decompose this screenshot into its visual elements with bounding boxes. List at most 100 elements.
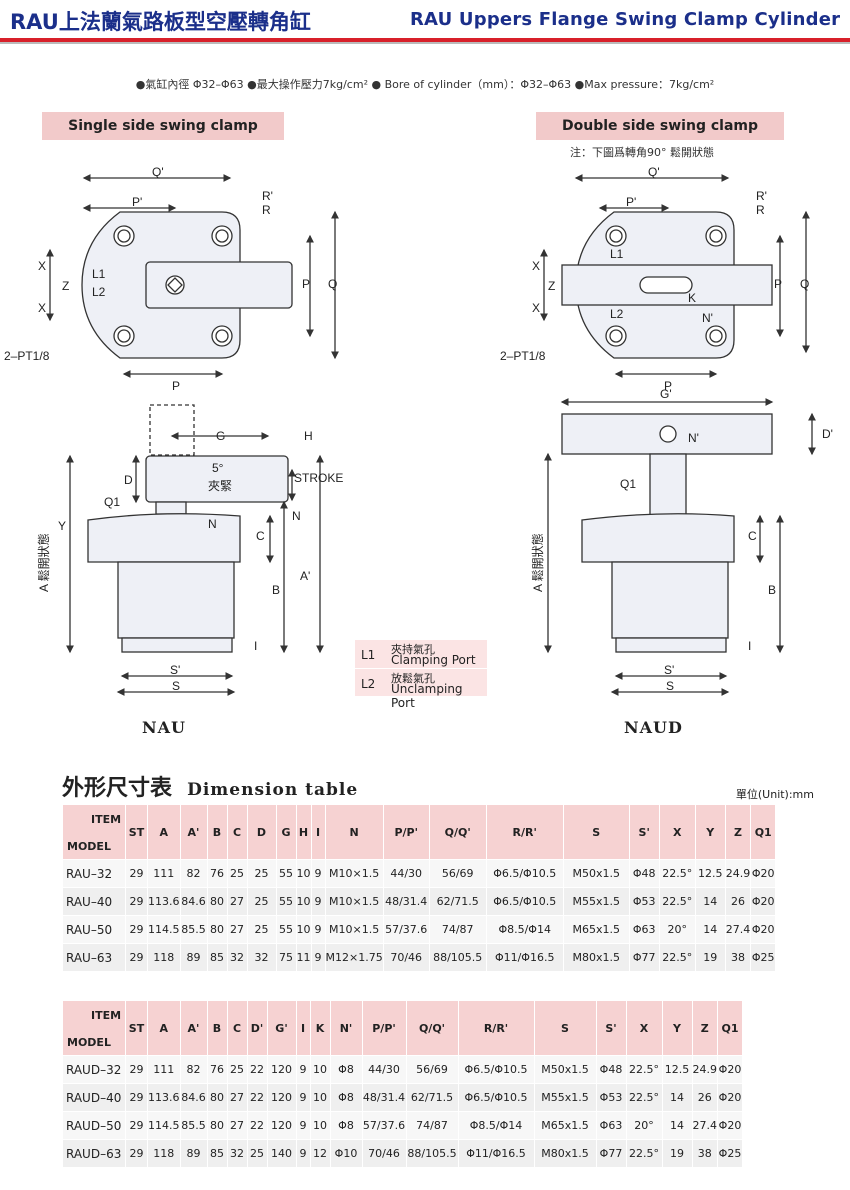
table-cell: 85 — [206, 1139, 228, 1168]
column-header: P/P' — [361, 1000, 407, 1056]
table-cell: 44/30 — [361, 1055, 407, 1084]
dimension-title-en: Dimension table — [187, 780, 359, 800]
column-header: G' — [266, 1000, 297, 1056]
label-stroke: STROKE — [294, 471, 343, 485]
table-cell: 19 — [694, 943, 726, 972]
table-cell: 10 — [295, 887, 312, 916]
table-cell: 27.4 — [691, 1111, 718, 1140]
table-cell: 38 — [691, 1139, 718, 1168]
table-cell: Φ77 — [628, 943, 660, 972]
legend-code: L2 — [361, 677, 376, 691]
column-header: D' — [246, 1000, 268, 1056]
table-cell: Φ6.5/Φ10.5 — [457, 1083, 535, 1112]
label-s: S — [172, 679, 180, 693]
table-cell: 29 — [125, 1139, 148, 1168]
label-q-prime: Q' — [648, 165, 660, 179]
page-title-cn: RAU上法蘭氣路板型空壓轉角缸 — [10, 10, 311, 34]
table-cell: 120 — [266, 1055, 297, 1084]
table-cell: 56/69 — [428, 859, 487, 888]
table-cell: 32 — [226, 943, 248, 972]
table-cell: 85.5 — [179, 1111, 208, 1140]
table-cell: 27 — [226, 915, 248, 944]
table-cell: 26 — [724, 887, 752, 916]
dimension-title: 外形尺寸表 Dimension table — [62, 770, 358, 802]
label-a-prime: A' — [300, 569, 310, 583]
table-cell: Φ20 — [717, 1111, 743, 1140]
table-cell: 22.5° — [658, 943, 696, 972]
table-cell: M10×1.5 — [324, 887, 384, 916]
label-r-prime: R' — [262, 189, 273, 203]
dimension-title-cn: 外形尺寸表 — [62, 775, 173, 801]
header-model: MODEL — [67, 840, 111, 853]
table-cell: 29 — [125, 915, 148, 944]
label-l1: L1 — [92, 267, 106, 281]
column-header: N — [324, 804, 384, 860]
table-cell: 9 — [295, 1083, 311, 1112]
legend-code: L1 — [361, 648, 376, 662]
table-cell: 14 — [694, 887, 726, 916]
column-header: Q/Q' — [428, 804, 487, 860]
table-cell: 82 — [179, 1055, 208, 1084]
table-cell: Φ8 — [329, 1111, 363, 1140]
table-cell: 25 — [246, 887, 277, 916]
table-cell: 88/105.5 — [405, 1139, 459, 1168]
table-cell: Φ20 — [717, 1055, 743, 1084]
column-header: A — [147, 1000, 181, 1056]
table-cell: 44/30 — [382, 859, 430, 888]
column-header: B — [206, 804, 228, 860]
double-top-view — [540, 174, 810, 378]
label-d-prime: D' — [822, 427, 833, 441]
column-header: B — [206, 1000, 228, 1056]
table-cell: 12.5 — [661, 1055, 693, 1084]
table-cell: M80x1.5 — [562, 943, 630, 972]
table-cell: Φ6.5/Φ10.5 — [485, 859, 564, 888]
table-cell: 29 — [125, 943, 148, 972]
table-cell: M12×1.75 — [324, 943, 384, 972]
table-cell: 29 — [125, 887, 148, 916]
table-cell: 32 — [226, 1139, 248, 1168]
label-p: P — [302, 277, 310, 291]
column-header: A — [147, 804, 181, 860]
double-side-labels: G' N' D' Q1 C B I S' S A 鬆開狀態 — [530, 387, 833, 693]
technical-drawing: Q' P' R' R X Z X L1 L2 P Q 2–PT1/8 P Q' … — [4, 165, 833, 696]
model-cell: RAUD–63 — [62, 1139, 126, 1168]
table-cell: 113.6 — [147, 887, 181, 916]
table-cell: Φ10 — [329, 1139, 363, 1168]
table-cell: Φ6.5/Φ10.5 — [457, 1055, 535, 1084]
table-cell: 22.5° — [625, 1055, 663, 1084]
legend-en: Unclamping Port — [391, 682, 463, 710]
double-clamp-note: 注：下圖爲轉角90° 鬆開狀態 — [570, 146, 714, 159]
table-cell: 10 — [295, 915, 312, 944]
column-header: K — [309, 1000, 331, 1056]
table-cell: 22.5° — [658, 859, 696, 888]
legend-row-l1: L1 夾持氣孔 Clamping Port — [355, 640, 487, 668]
table-cell: 80 — [206, 1083, 228, 1112]
table-cell: 24.9 — [724, 859, 752, 888]
table-cell: Φ77 — [595, 1139, 627, 1168]
table-cell: 25 — [246, 1139, 268, 1168]
table-cell: Φ11/Φ16.5 — [485, 943, 564, 972]
label-pt: 2–PT1/8 — [500, 349, 546, 363]
table-cell: M55x1.5 — [533, 1083, 597, 1112]
table-cell: M50x1.5 — [533, 1055, 597, 1084]
table-cell: 118 — [147, 1139, 181, 1168]
spec-line: ●氣缸內徑 Φ32–Φ63 ●最大操作壓力7kg/cm² ● Bore of c… — [135, 78, 715, 91]
label-a-open: A 鬆開狀態 — [36, 533, 51, 592]
table-cell: Φ25 — [750, 943, 777, 972]
table-cell: Φ20 — [750, 887, 777, 916]
column-header: ST — [125, 804, 148, 860]
column-header: N' — [329, 1000, 363, 1056]
table-cell: 70/46 — [382, 943, 430, 972]
table-cell: 29 — [125, 859, 148, 888]
table-cell: 12 — [309, 1139, 331, 1168]
label-b: B — [272, 583, 280, 597]
label-q-prime: Q' — [152, 165, 164, 179]
table-cell: 24.9 — [691, 1055, 718, 1084]
table-cell: 38 — [724, 943, 752, 972]
label-g: G — [216, 429, 225, 443]
table-cell: 19 — [661, 1139, 693, 1168]
table-cell: 22.5° — [625, 1083, 663, 1112]
